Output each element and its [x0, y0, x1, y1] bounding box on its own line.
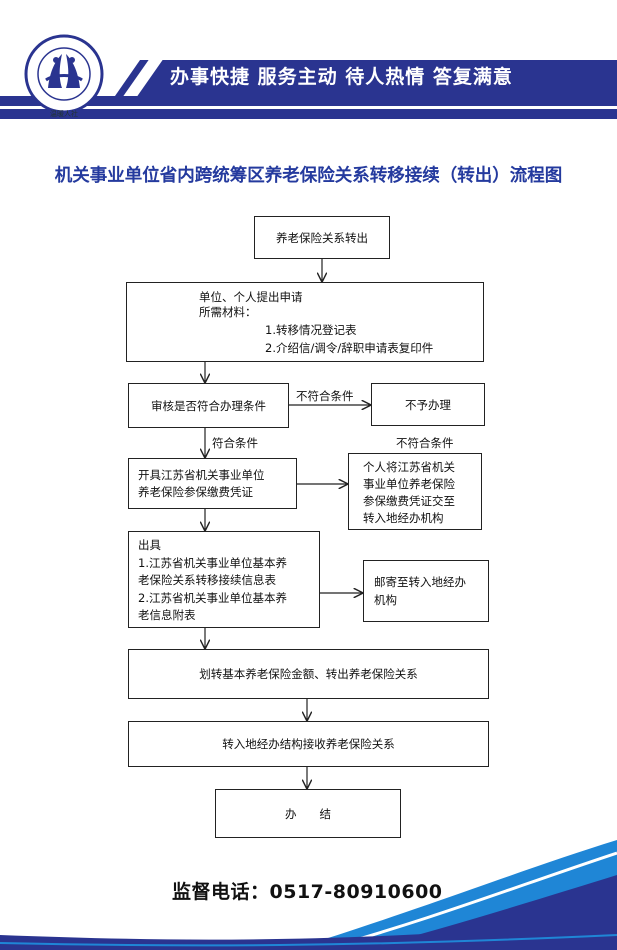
personal-box: 个人将江苏省机关 事业单位养老保险 参保缴费凭证交至 转入地经办机构: [348, 453, 482, 530]
bottom-wave: [0, 840, 617, 950]
issue-line5: 老信息附表: [138, 608, 196, 622]
meet-label: 符合条件: [212, 436, 258, 450]
mail-line2: 机构: [374, 593, 397, 607]
review-text: 审核是否符合办理条件: [151, 398, 266, 413]
issue-box: 出具 1.江苏省机关事业单位基本养 老保险关系转移接续信息表 2.江苏省机关事业…: [128, 531, 320, 628]
apply-box: 单位、个人提出申请 所需材料： 1.转移情况登记表 2.介绍信/调令/辞职申请表…: [126, 282, 484, 362]
not-meet-label: 不符合条件: [296, 389, 354, 403]
not-meet-label-2: 不符合条件: [396, 436, 454, 450]
reject-text: 不予办理: [405, 397, 451, 412]
page-title: 机关事业单位省内跨统筹区养老保险关系转移接续（转出）流程图: [54, 166, 563, 186]
issue-line4: 2.江苏省机关事业单位基本养: [138, 591, 287, 605]
mail-line1: 邮寄至转入地经办: [374, 575, 466, 589]
end-text: 办 结: [285, 806, 331, 821]
header-slogan: 办事快捷 服务主动 待人热情 答复满意: [170, 66, 513, 88]
apply-item1: 1.转移情况登记表: [265, 323, 357, 337]
hotline-text: 监督电话：0517-80910600: [172, 881, 443, 903]
transfer-text: 划转基本养老保险金额、转出养老保险关系: [199, 667, 418, 681]
personal-line1: 个人将江苏省机关: [363, 460, 455, 474]
apply-line1: 单位、个人提出申请: [199, 290, 303, 304]
issue-line2: 1.江苏省机关事业单位基本养: [138, 556, 287, 570]
header-rule: [0, 109, 617, 119]
bureau-logo: [18, 30, 110, 120]
reject-box: 不予办理: [371, 383, 485, 426]
issue-line3: 老保险关系转移接续信息表: [138, 573, 276, 587]
flow-start-text: 养老保险关系转出: [276, 230, 368, 245]
personal-line3: 参保缴费凭证交至: [363, 494, 455, 508]
review-box: 审核是否符合办理条件: [128, 383, 289, 428]
flow-start-box: 养老保险关系转出: [254, 216, 390, 259]
receive-text: 转入地经办结构接收养老保险关系: [222, 737, 395, 751]
mail-box: 邮寄至转入地经办 机构: [363, 560, 489, 622]
personal-line2: 事业单位养老保险: [363, 477, 455, 491]
receive-box: 转入地经办结构接收养老保险关系: [128, 721, 489, 767]
end-box: 办 结: [215, 789, 401, 838]
apply-line2: 所需材料：: [199, 305, 257, 319]
transfer-box: 划转基本养老保险金额、转出养老保险关系: [128, 649, 489, 699]
header-band: [0, 60, 617, 106]
voucher-box: 开具江苏省机关事业单位 养老保险参保缴费凭证: [128, 458, 297, 509]
logo-caption: 温暖人社: [50, 110, 78, 118]
personal-line4: 转入地经办机构: [363, 511, 444, 525]
apply-item2: 2.介绍信/调令/辞职申请表复印件: [265, 341, 434, 355]
voucher-line2: 养老保险参保缴费凭证: [138, 485, 253, 499]
voucher-line1: 开具江苏省机关事业单位: [138, 468, 265, 482]
issue-line1: 出具: [138, 538, 161, 552]
